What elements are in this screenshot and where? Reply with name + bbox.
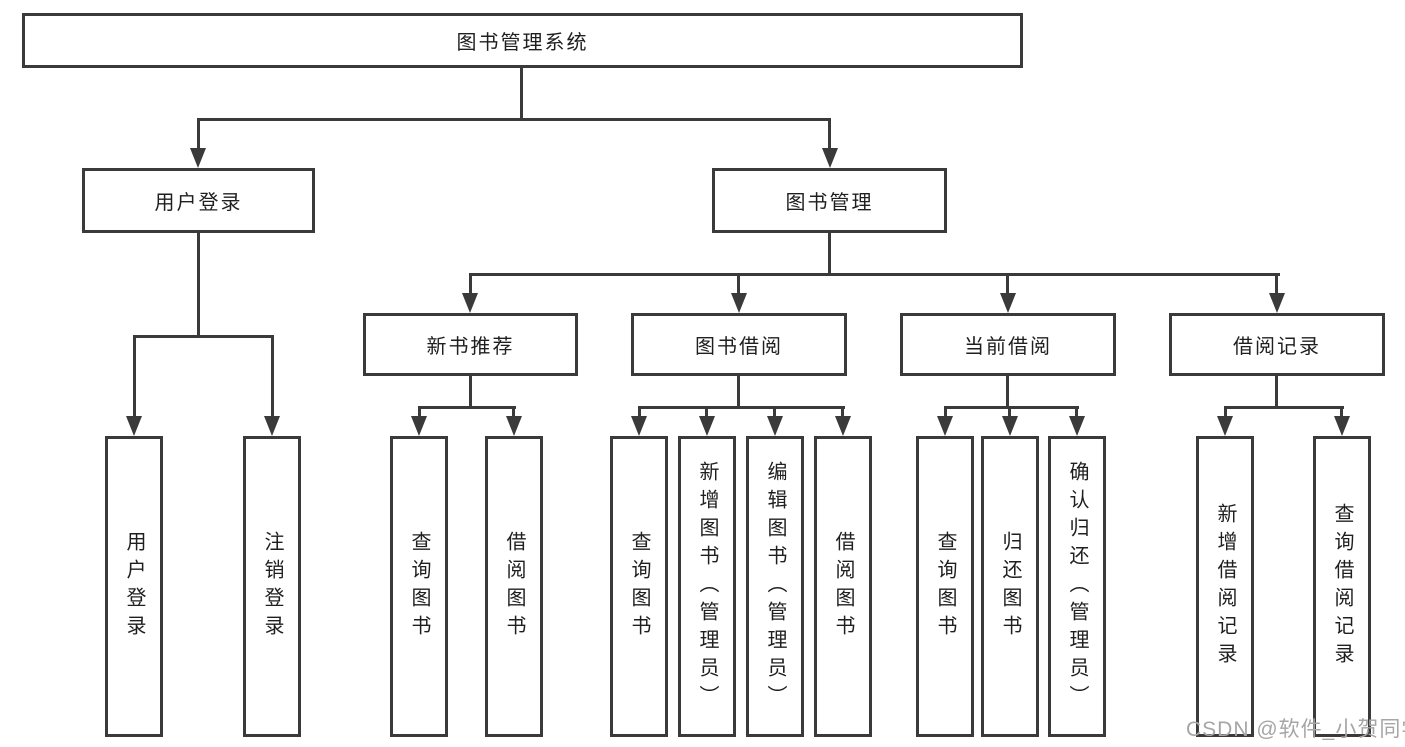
arrowhead-down-icon	[767, 416, 783, 436]
node-leaf-add-borrow-record: 新增借阅记录	[1196, 436, 1254, 737]
connector-line	[737, 273, 740, 297]
arrowhead-down-icon	[1000, 293, 1016, 313]
arrowhead-down-icon	[506, 416, 522, 436]
connector-line	[1275, 376, 1278, 408]
arrowhead-down-icon	[822, 148, 838, 168]
connector-line	[773, 406, 776, 419]
node-label: 图书借阅	[695, 336, 783, 358]
node-leaf-query-books-recommend: 查询图书	[390, 436, 448, 737]
node-label: 查询图书	[628, 530, 650, 643]
connector-line	[638, 406, 845, 409]
connector-line	[1006, 273, 1009, 297]
node-label: 归还图书	[999, 530, 1021, 643]
node-leaf-add-books-admin: 新增图书（管理员）	[678, 436, 736, 737]
node-leaf-query-books-borrow: 查询图书	[610, 436, 668, 737]
connector-line	[197, 233, 200, 338]
node-label: 图书管理系统	[456, 32, 589, 54]
connector-line	[944, 406, 1079, 409]
node-leaf-confirm-return-admin: 确认归还（管理员）	[1048, 436, 1106, 737]
node-leaf-return-books: 归还图书	[981, 436, 1039, 737]
connector-line	[133, 335, 136, 418]
node-label: 查询图书	[934, 530, 956, 643]
arrowhead-down-icon	[699, 416, 715, 436]
arrowhead-down-icon	[631, 416, 647, 436]
node-library-management-system: 图书管理系统	[22, 13, 1023, 68]
arrowhead-down-icon	[1069, 416, 1085, 436]
connector-line	[737, 376, 740, 408]
node-label: 新增借阅记录	[1214, 502, 1236, 671]
node-label: 查询借阅记录	[1331, 502, 1353, 671]
node-borrow-records: 借阅记录	[1169, 313, 1385, 376]
connector-line	[271, 335, 274, 418]
node-user-login: 用户登录	[82, 168, 315, 233]
arrowhead-down-icon	[1269, 293, 1285, 313]
arrowhead-down-icon	[1334, 416, 1350, 436]
connector-line	[1224, 406, 1227, 419]
connector-line	[469, 273, 1280, 276]
arrowhead-down-icon	[411, 416, 427, 436]
node-book-management: 图书管理	[712, 168, 947, 233]
node-label: 用户登录	[123, 530, 145, 643]
arrowhead-down-icon	[264, 416, 280, 436]
node-leaf-query-books-current: 查询图书	[916, 436, 974, 737]
node-label: 借阅图书	[503, 530, 525, 643]
connector-line	[1340, 406, 1343, 419]
node-leaf-edit-books-admin: 编辑图书（管理员）	[746, 436, 804, 737]
node-leaf-logout: 注销登录	[243, 436, 301, 737]
node-label: 注销登录	[261, 530, 283, 643]
connector-line	[1275, 273, 1278, 297]
node-label: 用户登录	[154, 192, 243, 214]
arrowhead-down-icon	[126, 416, 142, 436]
connector-line	[197, 118, 200, 151]
node-label: 图书管理	[785, 192, 874, 214]
connector-line	[520, 68, 523, 119]
node-label: 新增图书（管理员）	[696, 460, 718, 713]
watermark: CSDN @软件_小贺同学	[1186, 718, 1405, 741]
connector-line	[469, 376, 472, 408]
node-leaf-borrow-books: 借阅图书	[814, 436, 872, 737]
node-label: 编辑图书（管理员）	[764, 460, 786, 713]
arrowhead-down-icon	[731, 293, 747, 313]
connector-line	[418, 406, 421, 419]
node-leaf-user-login: 用户登录	[105, 436, 163, 737]
arrowhead-down-icon	[835, 416, 851, 436]
node-new-book-recommend: 新书推荐	[363, 313, 578, 376]
node-label: 新书推荐	[426, 336, 515, 358]
node-leaf-borrow-books-recommend: 借阅图书	[485, 436, 543, 737]
connector-line	[469, 273, 472, 297]
node-current-borrow: 当前借阅	[900, 313, 1116, 376]
connector-line	[418, 406, 516, 409]
connector-line	[841, 406, 844, 419]
node-book-borrow: 图书借阅	[631, 313, 847, 376]
node-label: 当前借阅	[964, 336, 1052, 358]
connector-line	[944, 406, 947, 419]
connector-line	[1006, 376, 1009, 408]
connector-line	[828, 118, 831, 151]
connector-line	[512, 406, 515, 419]
connector-line	[1224, 406, 1344, 409]
node-leaf-query-borrow-record: 查询借阅记录	[1313, 436, 1371, 737]
arrowhead-down-icon	[1217, 416, 1233, 436]
connector-line	[705, 406, 708, 419]
node-label: 借阅图书	[832, 530, 854, 643]
arrowhead-down-icon	[190, 148, 206, 168]
node-label: 查询图书	[408, 530, 430, 643]
connector-line	[133, 335, 274, 338]
connector-line	[638, 406, 641, 419]
arrowhead-down-icon	[462, 293, 478, 313]
connector-line	[1075, 406, 1078, 419]
arrowhead-down-icon	[1002, 416, 1018, 436]
node-label: 借阅记录	[1233, 336, 1321, 358]
connector-line	[1008, 406, 1011, 419]
node-label: 确认归还（管理员）	[1066, 460, 1088, 713]
arrowhead-down-icon	[937, 416, 953, 436]
connector-line	[828, 233, 831, 276]
connector-line	[197, 118, 831, 121]
